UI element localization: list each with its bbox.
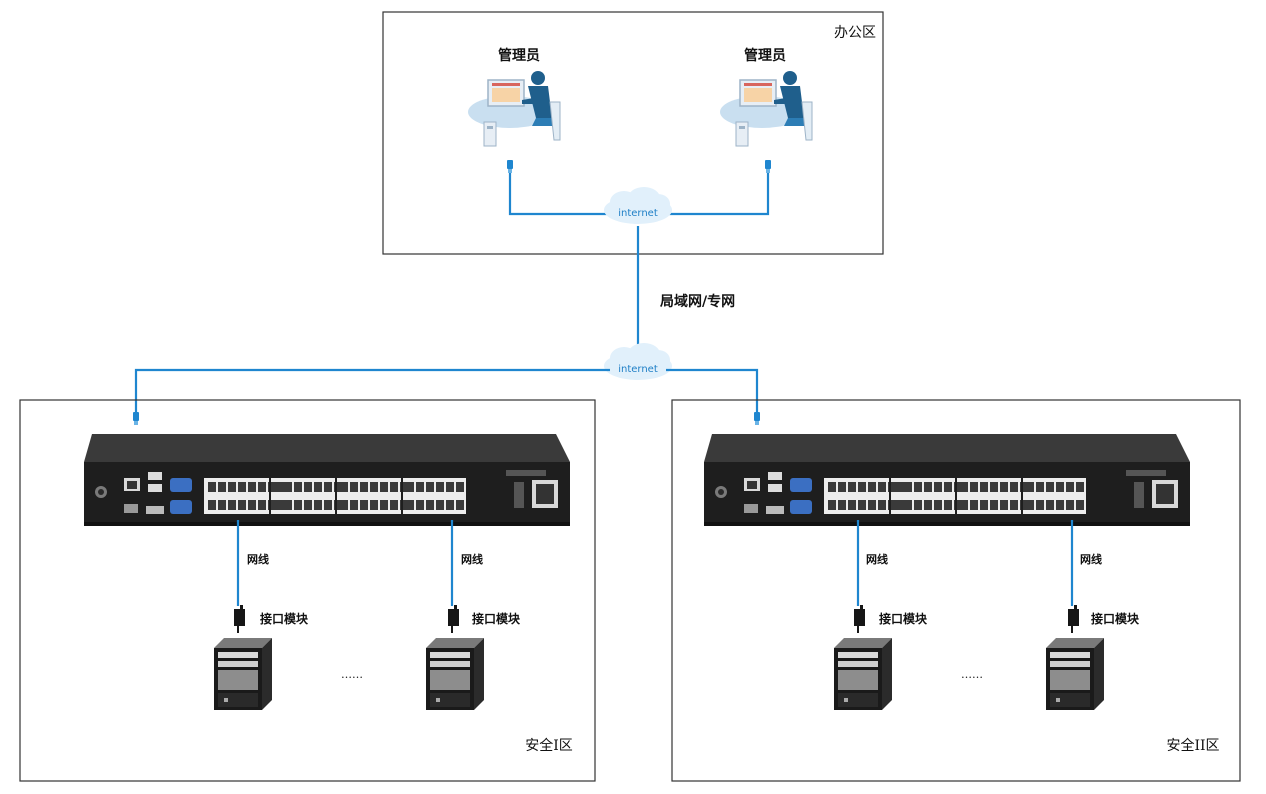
admin-workstation-icon: [719, 70, 813, 147]
admin-label-left: 管理员: [498, 47, 540, 64]
interface-module-icon: [447, 604, 460, 634]
module-label: 接口模块: [260, 611, 309, 626]
interface-module-icon: [1067, 604, 1080, 634]
branch-line-left: [134, 368, 610, 416]
computer-tower-icon: [214, 638, 272, 710]
lan-link-label: 局域网/专网: [660, 293, 735, 310]
more-devices-ellipsis: ……: [961, 668, 983, 681]
admin-label-right: 管理员: [744, 47, 786, 64]
office-zone-title: 办公区: [834, 25, 876, 41]
office-zone-box: [382, 11, 884, 255]
cable-plug-icon: [765, 160, 771, 173]
office-cable-left: [508, 170, 610, 216]
cable-plug-icon: [133, 412, 139, 425]
cable-label: 网线: [866, 552, 888, 566]
kvm-switch-device: [703, 433, 1191, 527]
cable-plug-icon: [754, 412, 760, 425]
cloud-label-middle: internet: [618, 364, 658, 375]
security-zone-2-box: [671, 399, 1241, 782]
cable-label: 网线: [1080, 552, 1102, 566]
module-label: 接口模块: [472, 611, 521, 626]
kvm-switch-device: [83, 433, 571, 527]
computer-tower-icon: [426, 638, 484, 710]
module-label: 接口模块: [879, 611, 928, 626]
more-devices-ellipsis: ……: [341, 668, 363, 681]
interface-module-icon: [233, 604, 246, 634]
branch-line-right: [666, 368, 759, 416]
interface-module-icon: [853, 604, 866, 634]
module-label: 接口模块: [1091, 611, 1140, 626]
admin-workstation-icon: [467, 70, 561, 147]
security-zone-1-box: [19, 399, 596, 782]
cloud-label-top: internet: [618, 208, 658, 219]
security-zone-2-title: 安全II区: [1166, 737, 1219, 754]
office-cable-right: [666, 170, 770, 216]
security-zone-1-title: 安全I区: [525, 737, 573, 754]
cable-label: 网线: [247, 552, 269, 566]
computer-tower-icon: [1046, 638, 1104, 710]
computer-tower-icon: [834, 638, 892, 710]
cable-label: 网线: [461, 552, 483, 566]
cable-plug-icon: [507, 160, 513, 173]
